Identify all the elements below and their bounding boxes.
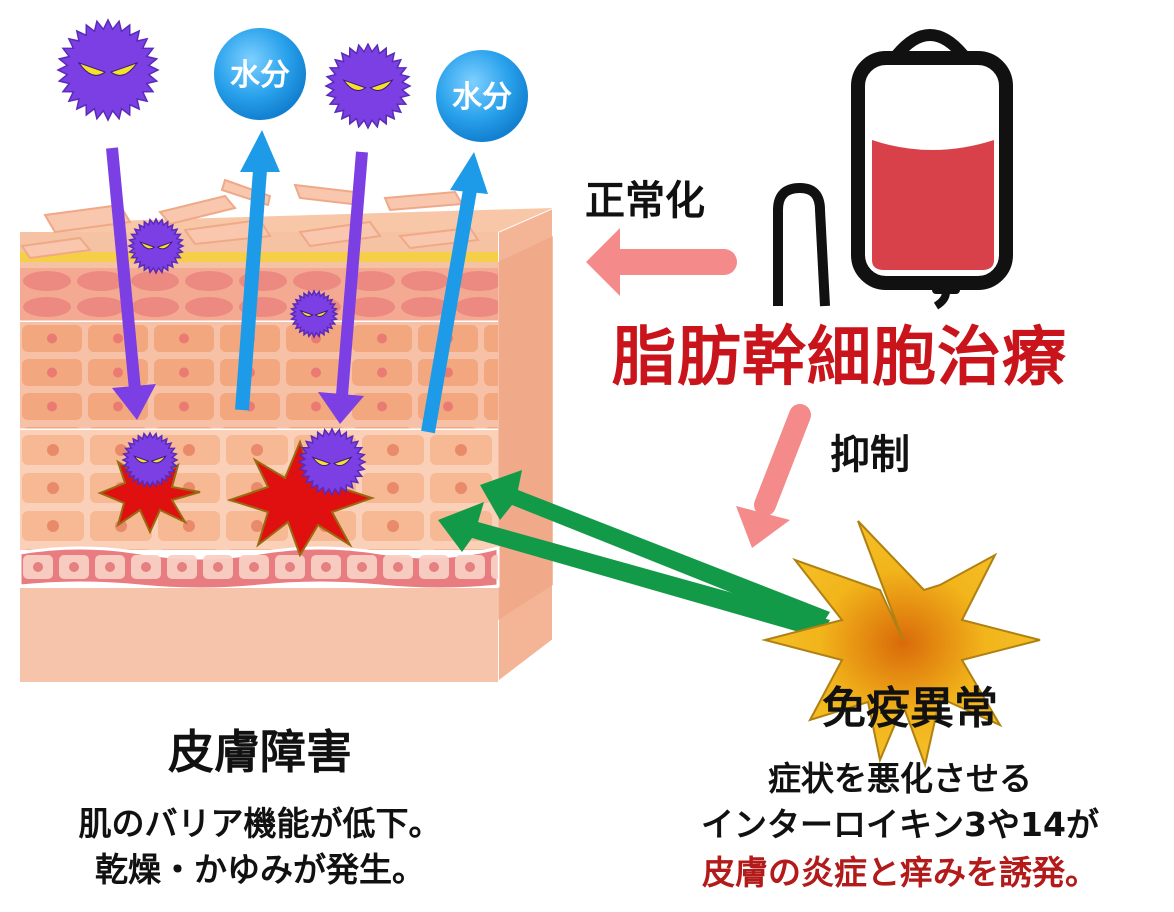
moisture-label: 水分 [452, 80, 512, 115]
iv-bag-icon [773, 29, 1013, 310]
inflammation-burst-icon [226, 439, 376, 558]
allergen-virus-icon [121, 431, 179, 489]
allergen-group [56, 18, 412, 497]
allergen-virus-icon [289, 289, 339, 339]
cytokine-arrow-lower [438, 502, 830, 638]
allergen-virus-icon [127, 217, 185, 275]
dermis [20, 588, 498, 682]
granular-cells [20, 268, 498, 322]
immune-description-line: 症状を悪化させる [768, 759, 1032, 798]
arrow-head-icon [112, 384, 156, 420]
moisture-arrows [235, 130, 488, 434]
virus-eye [150, 455, 167, 464]
skin-disorder-title: 皮膚障害 [168, 725, 352, 779]
skin-disorder-description-line: 乾燥・かゆみが発生。 [95, 850, 425, 889]
virus-eye [299, 309, 314, 317]
virus-eye [156, 241, 173, 250]
immune-description-line: インターロイキン3や14が [701, 805, 1099, 844]
virus-eye [139, 241, 156, 250]
virus-eye [311, 456, 332, 467]
arrow-head-icon [586, 228, 620, 296]
immune-abnormality-title: 免疫異常 [822, 683, 998, 734]
skin-side-cells [498, 236, 553, 620]
arrow-head-icon [318, 392, 364, 424]
normalize-label: 正常化 [585, 178, 705, 224]
cytokine-arrow-upper [480, 470, 830, 628]
arrow-head-icon [736, 506, 790, 548]
allergen-virus-icon [56, 18, 160, 122]
virus-eye [109, 61, 139, 76]
virus-eye [342, 79, 367, 91]
allergen-virus-icon [297, 427, 367, 497]
virus-eye [314, 309, 329, 317]
allergen-virus-icon [324, 42, 412, 130]
suppress-label: 抑制 [830, 432, 910, 478]
suppress-arrow [736, 404, 811, 548]
moisture-label: 水分 [230, 58, 290, 93]
virus-eye [77, 61, 107, 76]
skin-cross-section [18, 178, 554, 685]
treatment-title: 脂肪幹細胞治療 [612, 321, 1067, 395]
skin-disorder-description-line: 肌のバリア機能が低下。 [78, 804, 442, 843]
immune-description-highlight: 皮膚の炎症と痒みを誘発。 [702, 853, 1098, 892]
moisture-bubble-2: 水分 [436, 50, 528, 142]
basement-cells [20, 550, 498, 586]
allergen-arrows [106, 147, 368, 424]
spinous-cells [20, 322, 498, 430]
cytokine-arrows [438, 470, 830, 638]
virus-eye [332, 456, 353, 467]
normalize-arrow [586, 228, 737, 296]
virus-eye [369, 79, 394, 91]
arrow-head-icon [240, 130, 280, 172]
virus-eye [133, 455, 150, 464]
immune-burst-icon [761, 520, 1041, 769]
moisture-bubble-1: 水分 [214, 28, 306, 120]
arrow-head-icon [450, 152, 488, 194]
